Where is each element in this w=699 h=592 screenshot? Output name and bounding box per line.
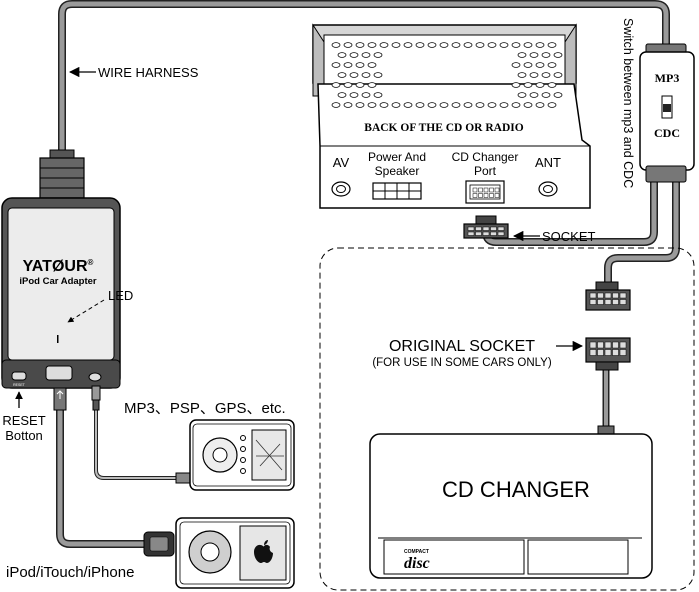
back-of-radio-label: BACK OF THE CD OR RADIO [364, 122, 523, 134]
svg-text:disc: disc [404, 555, 430, 572]
socket-plug [463, 215, 509, 239]
socket-label: SOCKET [542, 229, 596, 244]
aux-jack [88, 372, 102, 382]
radio-back-panel: BACK OF THE CD OR RADIO AV Power And Spe… [312, 23, 591, 209]
mp3-player [175, 419, 295, 491]
ipod-device [175, 517, 295, 589]
original-socket-lower [585, 337, 631, 371]
original-socket-note: (FOR USE IN SOME CARS ONLY) [372, 357, 552, 369]
power-label-line1: Power And [368, 150, 426, 164]
switch-cdc-label: CDC [654, 126, 680, 140]
cd-changer-port [465, 180, 505, 204]
ipod-dock-plug [143, 531, 175, 557]
aux-cable-plug [91, 385, 101, 411]
vent-holes [331, 42, 563, 108]
led-arrow [67, 299, 105, 323]
reset-label-line2: Botton [5, 428, 43, 443]
led-label: LED [108, 288, 133, 303]
cd-changer-label: CD CHANGER [442, 477, 590, 502]
ipod-dock-port [45, 365, 73, 381]
mp3-devices-label: MP3、PSP、GPS、etc. [124, 400, 286, 417]
ant-label: ANT [535, 155, 561, 170]
power-label-line2: Speaker [375, 164, 420, 178]
led-indicator [57, 335, 59, 343]
reset-label-line1: RESET [2, 413, 45, 428]
wire-harness-connector [39, 149, 85, 199]
mp3-cdc-switch-box: MP3 CDC [639, 43, 695, 183]
switch-to-original-socket-cable [604, 180, 680, 284]
ant-port [538, 181, 558, 197]
original-socket-label: ORIGINAL SOCKET [389, 338, 535, 355]
cd-port-label-line1: CD Changer [452, 150, 519, 164]
ipod-cable-plug [53, 387, 67, 411]
svg-text:COMPACT: COMPACT [404, 549, 429, 555]
wire-harness-label: WIRE HARNESS [98, 65, 199, 80]
power-speaker-connector [372, 182, 422, 200]
av-label: AV [333, 155, 350, 170]
brand-subtitle: iPod Car Adapter [19, 276, 97, 287]
apple-icon [254, 540, 273, 563]
brand-name: YATØUR® [23, 258, 94, 275]
aux-cable [94, 410, 178, 480]
original-socket-upper [585, 281, 631, 311]
wire-harness-cable [58, 0, 670, 155]
yatour-adapter: YATØUR® iPod Car Adapter RESET [1, 197, 121, 389]
switch-mp3-label: MP3 [655, 71, 680, 85]
cd-port-label-line2: Port [474, 164, 497, 178]
svg-text:RESET: RESET [13, 383, 26, 387]
ipod-cable [56, 395, 146, 548]
reset-button[interactable] [11, 371, 27, 381]
cd-changer: CD CHANGER COMPACT disc [369, 425, 653, 579]
compact-disc-logo-icon: COMPACT disc [404, 549, 430, 572]
av-port [331, 181, 351, 197]
switch-caption: Switch between mp3 and CDC [621, 18, 635, 188]
ipod-devices-label: iPod/iTouch/iPhone [6, 564, 134, 581]
